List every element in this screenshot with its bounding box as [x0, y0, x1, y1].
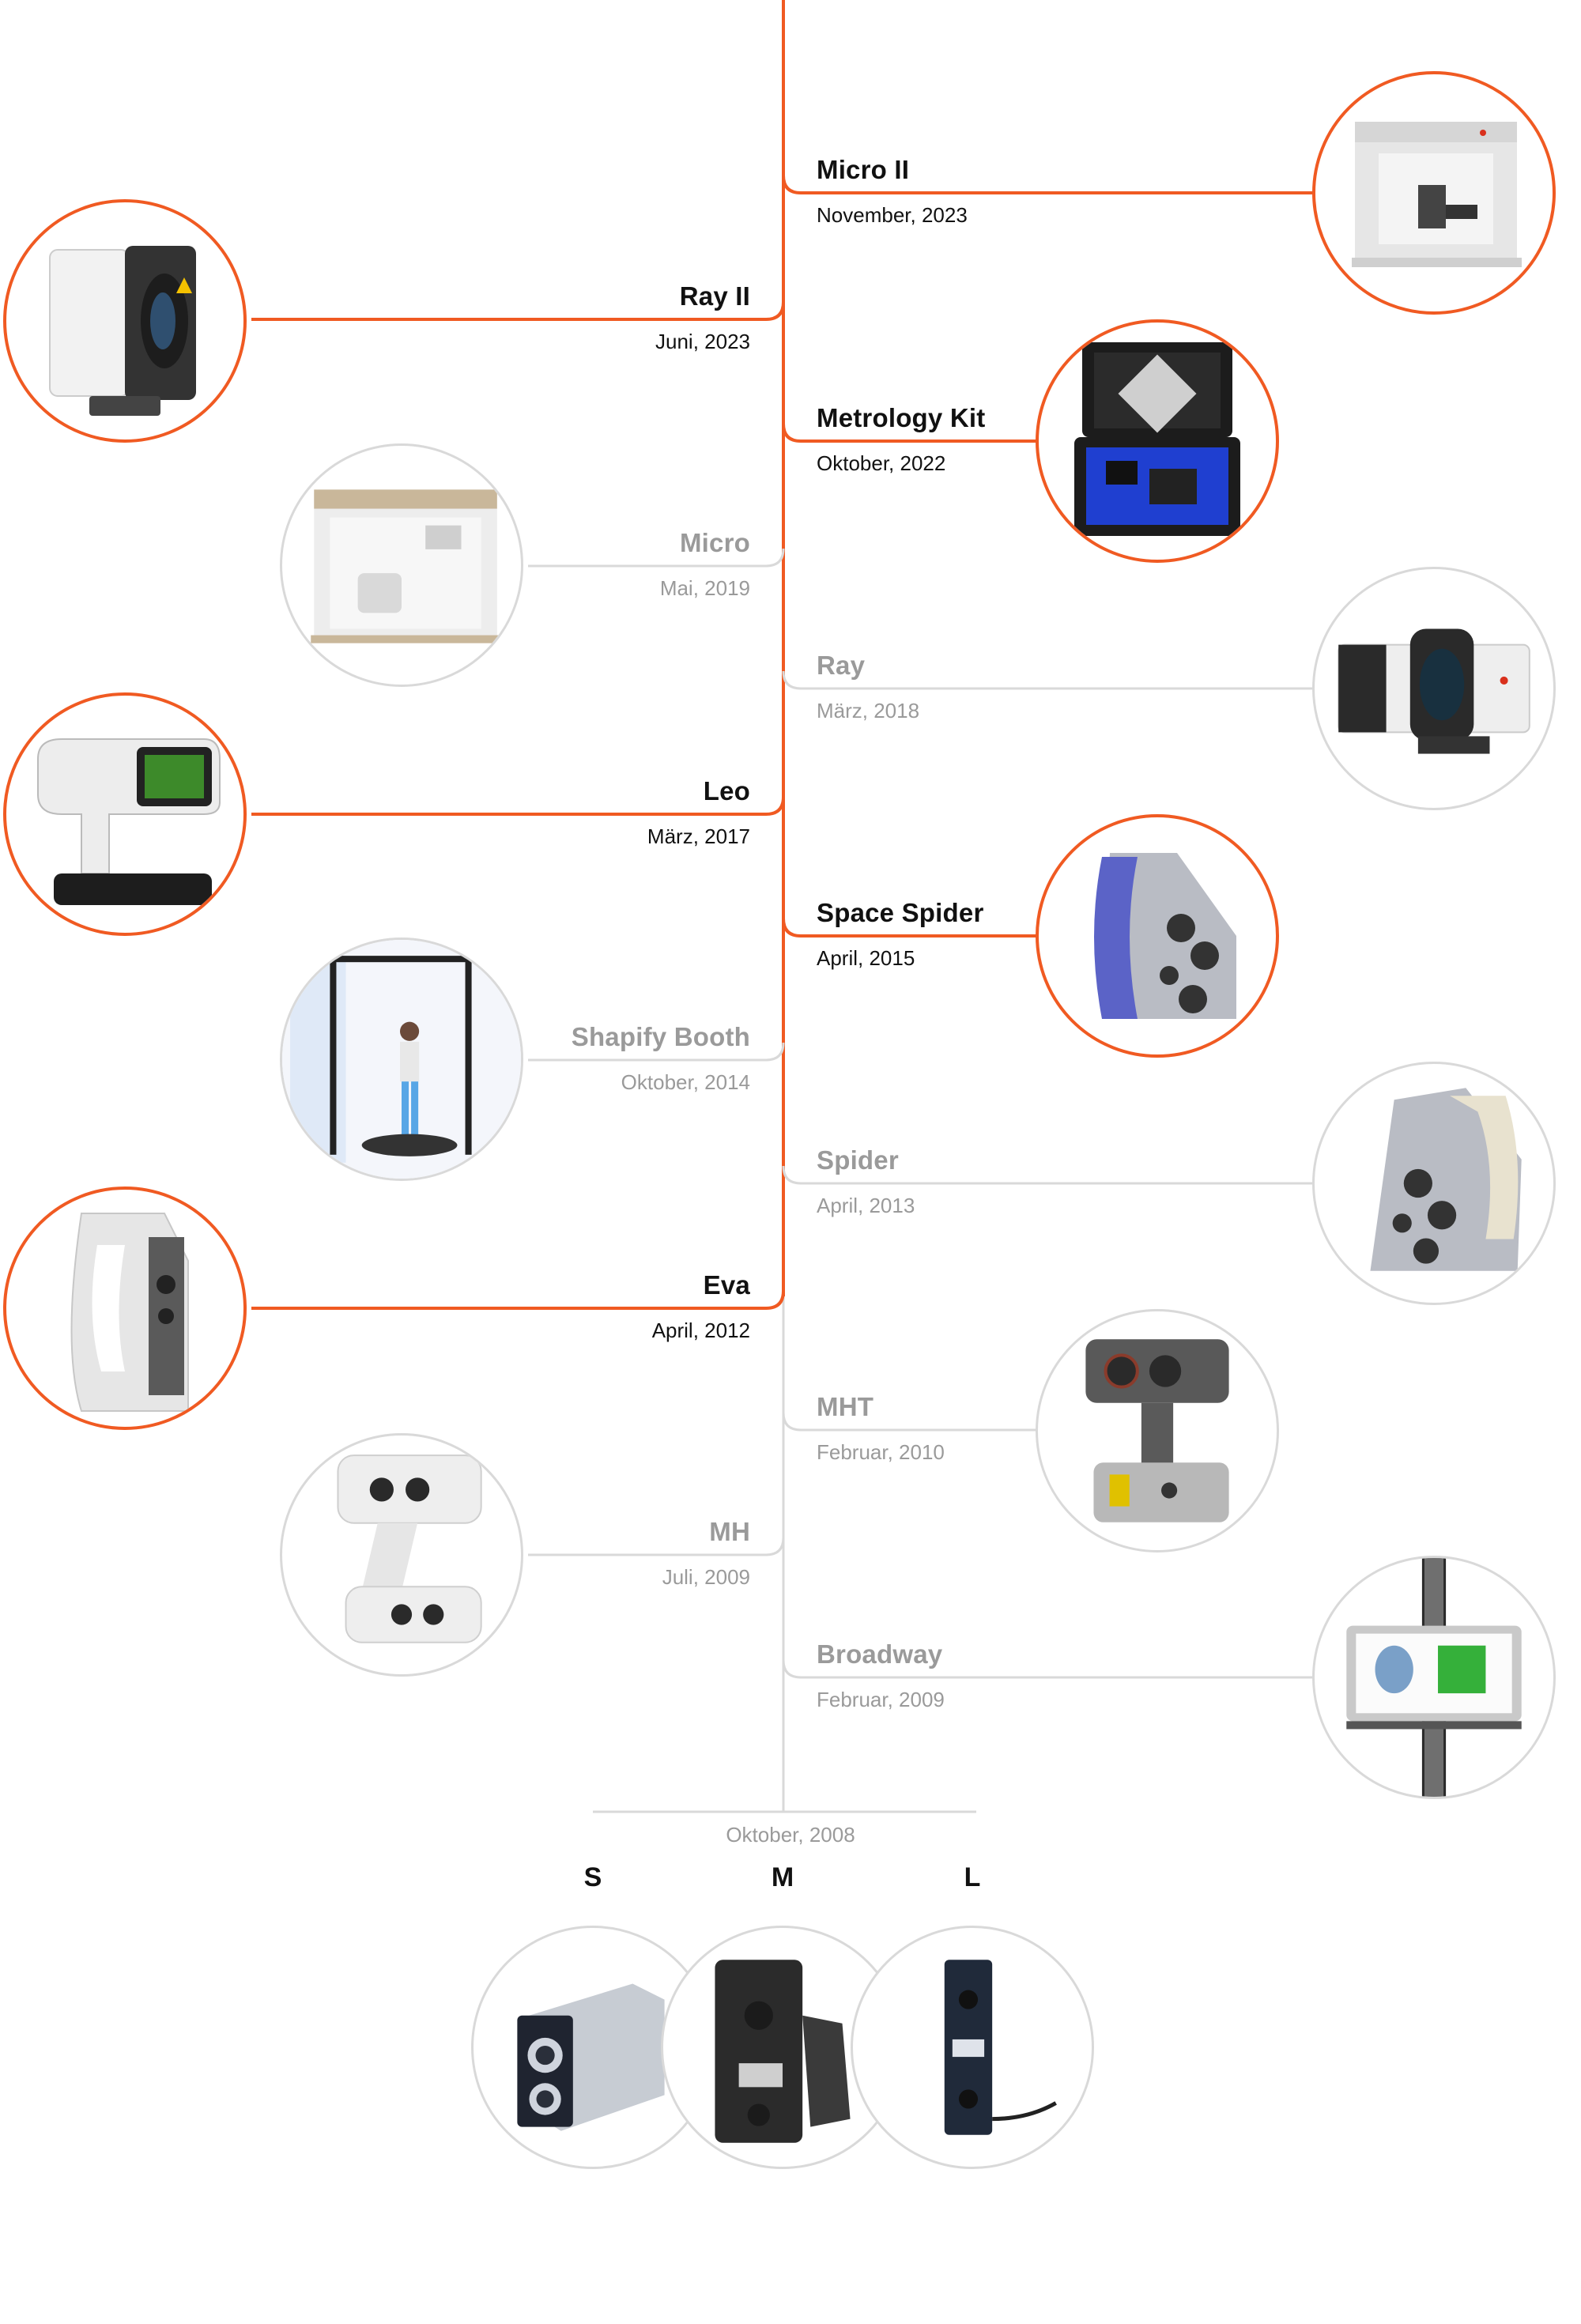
handheld-scanner-icon[interactable]: [3, 1187, 247, 1430]
model-label-s: S: [583, 1862, 602, 1892]
handheld-scanner-icon[interactable]: [280, 1433, 523, 1677]
entry-date: April, 2012: [651, 1319, 750, 1342]
entry-title: Space Spider: [817, 898, 984, 927]
entry-title: Micro: [679, 528, 750, 557]
entry-date: April, 2015: [817, 946, 915, 970]
entry-date: Juli, 2009: [662, 1565, 750, 1589]
handheld-scanner-icon[interactable]: [1036, 1309, 1279, 1552]
handheld-scanner-icon[interactable]: [1312, 1062, 1556, 1305]
base-date: Oktober, 2008: [726, 1823, 855, 1847]
sensor-l-icon[interactable]: [851, 1926, 1094, 2169]
laser-scanner-icon[interactable]: [1312, 567, 1556, 810]
model-label-l: L: [964, 1862, 981, 1892]
sensor-m-icon[interactable]: [661, 1926, 904, 2169]
model-label-m: M: [771, 1862, 794, 1892]
entry-title: Leo: [703, 776, 750, 805]
handheld-scanner-icon[interactable]: [1036, 814, 1279, 1058]
entry-title: Broadway: [817, 1639, 943, 1669]
laser-scanner-icon[interactable]: [3, 199, 247, 443]
entry-date: Februar, 2009: [817, 1688, 945, 1711]
entry-title: Eva: [703, 1270, 750, 1300]
entry-title: Ray II: [679, 281, 750, 311]
metrology-case-icon[interactable]: [1036, 319, 1279, 563]
entry-title: Shapify Booth: [571, 1022, 750, 1051]
entry-title: Micro II: [817, 155, 910, 184]
body-scanning-booth-icon[interactable]: [280, 938, 523, 1181]
entry-title: MHT: [817, 1392, 874, 1421]
entry-date: April, 2013: [817, 1194, 915, 1217]
entry-date: Juni, 2023: [655, 330, 750, 353]
entry-date: November, 2023: [817, 203, 968, 227]
desktop-scanner-icon[interactable]: [280, 443, 523, 687]
entry-date: Oktober, 2022: [817, 451, 946, 475]
entry-title: Metrology Kit: [817, 403, 986, 432]
entry-date: Mai, 2019: [659, 576, 750, 600]
entry-date: März, 2018: [817, 699, 920, 722]
handheld-touchscreen-scanner-icon[interactable]: [3, 692, 247, 936]
desktop-scanner-icon[interactable]: [1312, 71, 1556, 315]
entry-date: März, 2017: [647, 824, 750, 848]
face-recognition-terminal-icon[interactable]: [1312, 1556, 1556, 1799]
entry-title: MH: [709, 1517, 750, 1546]
entry-date: Oktober, 2014: [621, 1070, 750, 1094]
entry-date: Februar, 2010: [817, 1440, 945, 1464]
entry-title: Ray: [817, 651, 866, 680]
entry-title: Spider: [817, 1145, 899, 1175]
